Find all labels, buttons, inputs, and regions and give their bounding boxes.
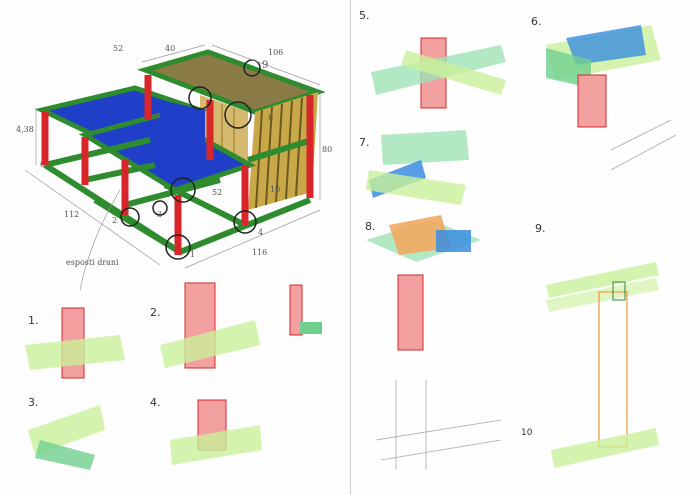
- dimension-lines: [24, 44, 321, 291]
- dim-52b: 52: [212, 188, 223, 197]
- callout-4: 4: [258, 228, 264, 237]
- dim-52: 52: [113, 44, 124, 53]
- callout-8: 8: [268, 113, 274, 122]
- callout-2: 2: [112, 216, 118, 225]
- callout-6: 6: [40, 160, 46, 169]
- detail-label-6: 6.: [531, 15, 542, 28]
- detail-label-8: 8.: [365, 220, 376, 233]
- dim-112: 112: [64, 210, 80, 219]
- callout-9: 9: [262, 60, 269, 71]
- detail-label-7: 7.: [359, 136, 370, 149]
- dim-116: 116: [252, 248, 268, 257]
- callout-10: 10: [270, 185, 281, 194]
- deck-lower: [78, 112, 257, 193]
- detail-label-9: 9.: [535, 222, 546, 235]
- annotation-esposti: esposti drani: [66, 258, 119, 267]
- detail-label-10: 10: [521, 428, 533, 438]
- detail-label-4: 4.: [150, 396, 161, 409]
- detail-label-3: 3.: [28, 396, 39, 409]
- callout-circles: [120, 59, 261, 260]
- detail-sketches-right: [366, 25, 677, 470]
- left-sketch-page: 40 106 52 4,38 80 112 116 52 1 2 3 4 5 6…: [16, 0, 351, 495]
- posts: [41, 75, 314, 255]
- detail-sketches-left: [25, 282, 322, 470]
- dim-40: 40: [165, 44, 176, 53]
- dim-height: 4,38: [16, 125, 34, 134]
- dim-80: 80: [322, 145, 333, 154]
- callout-5: 5: [153, 113, 159, 122]
- detail-label-2: 2.: [150, 306, 161, 319]
- detail-label-5: 5.: [359, 9, 370, 22]
- dim-106: 106: [268, 48, 284, 57]
- callout-1: 1: [190, 250, 196, 259]
- main-frame-model: [24, 44, 326, 470]
- right-sketch-page: 5. 6. 7. 8. 9. 10: [351, 0, 700, 495]
- detail-label-1: 1.: [28, 314, 39, 327]
- callout-3: 3: [157, 210, 163, 219]
